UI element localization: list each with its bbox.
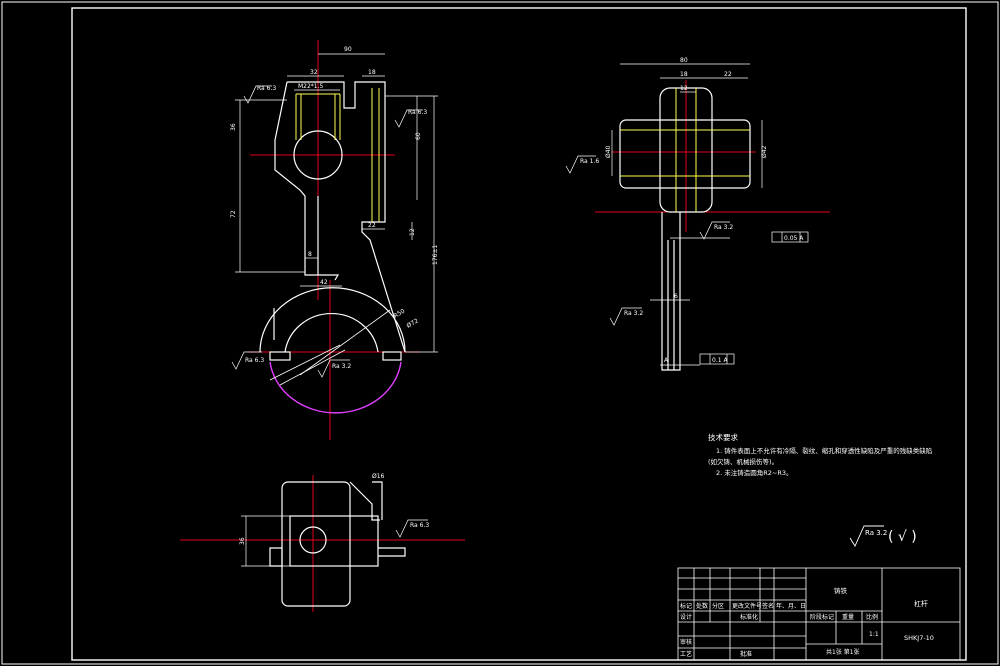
drawing-number: SHKJ7-10 [904,634,934,642]
title-block-texts: 标记 处数 分区 更改文件号 签名 年、月、日 设计 标准化 审核 工艺 批准 … [680,586,934,658]
dim-diameter: Ø40 [605,145,612,158]
row-approve: 批准 [740,650,752,658]
front-outline [259,81,406,361]
stage-label: 阶段标记 [810,613,834,621]
technical-notes: 技术要求 1. 铸件表面上不允许有冷隔、裂纹、缩孔和穿透性缺陷及严重的残缺类缺陷… [708,432,932,477]
front-phantom-arc [269,361,402,414]
top-view: 36 Ø16 Ra 6.3 [180,473,465,612]
dim-top-small: Ø16 [372,473,385,480]
side-dimension-lines [611,63,763,366]
side-dimension-texts: 80 18 22 12 Ø40 Ø42 6 [605,57,768,300]
dim-lower-height: 72 [230,210,237,218]
notes-line-1: 1. 铸件表面上不允许有冷隔、裂纹、缩孔和穿透性缺陷及严重的残缺类缺陷 [716,446,932,455]
roughness-label: Ra 6.3 [257,85,276,92]
sheet-text: 共1张 第1张 [826,648,860,656]
dim-bore-label: M22*1.5 [298,83,324,90]
title-block-lines [677,567,961,661]
roughness-label: Ra 1.6 [580,158,599,165]
dim-bottom-width: 42 [320,279,328,286]
row-review: 审核 [680,638,692,646]
side-view: 80 18 22 12 Ø40 Ø42 6 Ra 1.6 Ra 3.2 Ra 3… [565,57,830,371]
notes-line-3: 2. 未注铸造圆角R2~R3。 [716,468,793,477]
notes-title: 技术要求 [708,432,738,442]
dim-top-width: 90 [344,46,352,53]
front-hidden-lines [295,88,380,222]
dim-left-height: 36 [230,123,237,131]
top-dimension-lines [241,515,290,567]
material: 铸铁 [834,586,848,595]
dim-side-small: 18 [368,69,376,76]
dim-bottom-height: 176±1 [432,245,439,265]
header-mark: 标记 [680,602,692,610]
dim-step-height: 12 [409,228,416,236]
front-dimension-lines [235,53,438,353]
dim-height: Ø42 [761,145,768,158]
default-roughness-paren: ( √ ) [888,529,917,545]
scale-label: 比例 [866,613,878,621]
front-view: 90 32 18 M22*1.5 36 72 60 176±1 8 42 22 … [230,40,439,440]
header-date: 年、月、日 [776,602,806,610]
dim-radius: R50 [393,308,407,320]
header-change-doc: 更改文件号 [732,602,762,610]
side-outline [619,87,751,371]
title-block: 标记 处数 分区 更改文件号 签名 年、月、日 设计 标准化 审核 工艺 批准 … [677,567,961,661]
dim-top-height: 36 [239,537,246,545]
datum-label: A [664,357,669,364]
side-tolerance-texts: 0.05 A 0.1 A A [664,235,804,364]
dim-pocket-width: 32 [310,69,318,76]
default-roughness: Ra 3.2 ( √ ) [849,525,917,547]
dim-right-height: 60 [415,132,422,140]
row-process: 工艺 [680,650,692,658]
header-sign: 签名 [762,602,774,610]
dim-chord: Ø72 [406,317,420,329]
part-name: 杠杆 [914,599,928,608]
row-std: 标准化 [740,613,758,621]
side-hidden-lines [620,88,750,212]
side-tolerance-frames [699,231,809,365]
top-dimension-texts: 36 Ø16 [239,473,385,545]
roughness-label: Ra 3.2 [714,224,733,231]
scale-value: 1:1 [869,631,879,638]
tolerance-value: 0.1 A [712,357,728,364]
roughness-label: Ra 6.3 [245,357,264,364]
dim-step-width: 22 [368,222,376,229]
roughness-label: Ra 6.3 [408,109,427,116]
dim-total-width: 80 [680,57,688,64]
front-roughness: Ra 6.3 Ra 6.3 Ra 6.3 Ra 3.2 [231,85,427,378]
dim-small: 12 [680,85,688,92]
top-roughness: Ra 6.3 [395,519,429,538]
roughness-label: Ra 3.2 [332,363,351,370]
side-center-lines [595,80,830,232]
notes-line-2: (如欠铸、机械损伤等)。 [708,457,778,466]
dim-slot-width: 8 [308,251,312,258]
side-roughness: Ra 1.6 Ra 3.2 Ra 3.2 [565,155,733,326]
header-zone: 分区 [712,602,724,610]
weight-label: 重量 [842,613,854,621]
roughness-label: Ra 3.2 [624,310,643,317]
top-outline [269,481,406,607]
row-design: 设计 [680,613,692,621]
dim-inner-width: 18 [680,71,688,78]
header-count: 处数 [696,602,708,610]
roughness-label: Ra 6.3 [410,522,429,529]
tolerance-value: 0.05 A [784,235,804,242]
top-center-lines [180,475,465,612]
dim-right-width: 22 [724,71,732,78]
dim-small-width: 6 [674,293,678,300]
front-section-lines [269,309,391,386]
default-roughness-symbol: Ra 3.2 [865,529,887,537]
